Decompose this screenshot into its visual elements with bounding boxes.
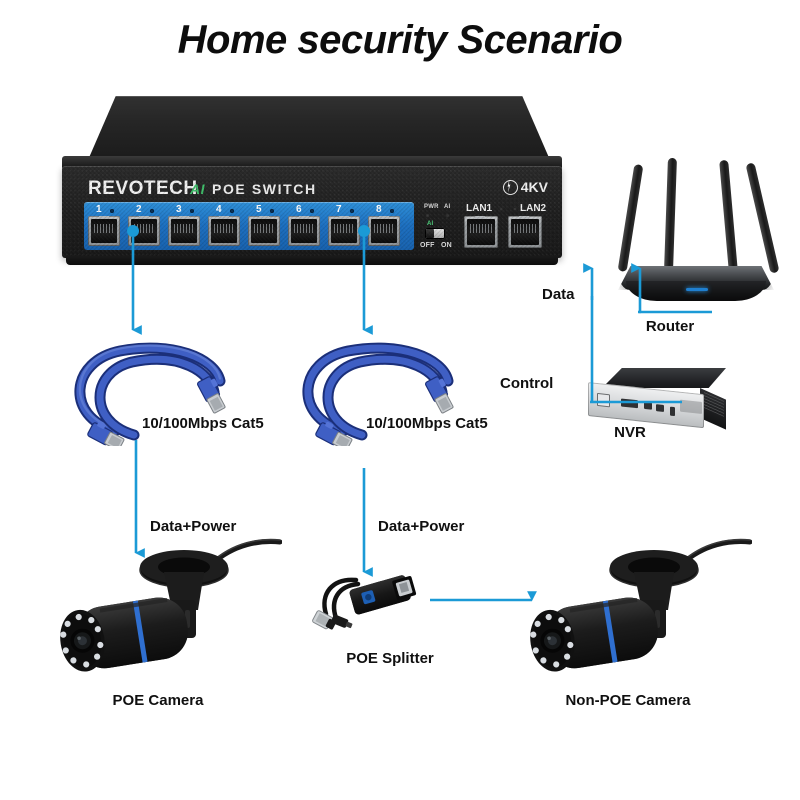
nvr-top-cover xyxy=(602,368,726,388)
switch-front-panel: REVOTECH AI POE SWITCH 4KV 1 2 3 xyxy=(62,166,562,258)
nvr-front-panel xyxy=(588,382,704,429)
router-device xyxy=(600,150,800,310)
ai-toggle-off-label: OFF xyxy=(420,242,435,249)
non-poe-camera-device xyxy=(530,538,752,672)
router-status-led xyxy=(686,288,708,291)
poe-port-6[interactable] xyxy=(288,216,320,246)
surge-protection-badge: 4KV xyxy=(502,179,548,195)
port-led-1 xyxy=(110,209,114,213)
nvr-vga-port xyxy=(621,398,638,409)
poe-port-1[interactable] xyxy=(88,216,120,246)
poe-splitter-device xyxy=(312,575,417,630)
data-power-right-label: Data+Power xyxy=(378,518,465,535)
pwr-led xyxy=(425,213,430,218)
nvr-usb-port-2 xyxy=(656,404,664,412)
data-power-left-label: Data+Power xyxy=(150,518,237,535)
poe-port-2[interactable] xyxy=(128,216,160,246)
port-led-4 xyxy=(230,209,234,213)
port-number-2: 2 xyxy=(136,204,142,215)
cable-right-plug-b xyxy=(425,376,454,414)
ai-toggle-on-label: ON xyxy=(441,242,452,249)
lan1-led xyxy=(499,207,503,211)
ai-indicator-label: AI xyxy=(444,204,451,210)
port-led-3 xyxy=(190,209,194,213)
port-led-8 xyxy=(390,209,394,213)
lan1-label: LAN1 xyxy=(466,203,493,214)
lan2-led xyxy=(513,207,517,211)
nvr-audio-port xyxy=(670,406,675,417)
port-number-5: 5 xyxy=(256,204,262,215)
poe-switch-device: REVOTECH AI POE SWITCH 4KV 1 2 3 xyxy=(62,96,562,266)
cable-left-plug-a xyxy=(87,421,125,446)
ai-toggle-label: AI xyxy=(427,221,434,227)
router-caption: Router xyxy=(645,318,695,335)
lightning-bolt-icon xyxy=(502,179,518,195)
cable-right-plug-a xyxy=(315,421,353,446)
poe-camera-device xyxy=(60,538,282,672)
surge-rating-text: 4KV xyxy=(520,179,548,195)
switch-brand-logo: REVOTECH xyxy=(88,178,198,199)
ai-toggle-switch[interactable] xyxy=(425,228,445,239)
page-title: Home security Scenario xyxy=(177,18,623,62)
ai-led xyxy=(445,213,450,218)
poe-port-7[interactable] xyxy=(328,216,360,246)
port-led-5 xyxy=(270,209,274,213)
cable-left-caption: 10/100Mbps Cat5 xyxy=(142,415,264,432)
port-number-1: 1 xyxy=(96,204,102,215)
router-antenna-2 xyxy=(664,157,677,271)
port-led-6 xyxy=(310,209,314,213)
lan2-label: LAN2 xyxy=(520,203,547,214)
ethernet-cable-right xyxy=(302,342,454,446)
router-antenna-4 xyxy=(745,162,780,274)
poe-port-3[interactable] xyxy=(168,216,200,246)
poe-port-8[interactable] xyxy=(368,216,400,246)
router-antenna-1 xyxy=(617,163,644,273)
port-led-2 xyxy=(150,209,154,213)
poe-splitter-caption: POE Splitter xyxy=(346,650,434,667)
lan2-port[interactable] xyxy=(508,216,542,248)
nvr-caption: NVR xyxy=(614,424,646,441)
port-number-6: 6 xyxy=(296,204,302,215)
cable-left-plug-b xyxy=(197,376,226,414)
cable-right-caption: 10/100Mbps Cat5 xyxy=(366,415,488,432)
port-number-3: 3 xyxy=(176,204,182,215)
switch-chassis-bottom xyxy=(66,256,558,265)
switch-ai-badge: AI xyxy=(190,181,205,197)
splitter-dc-plug xyxy=(331,614,353,629)
pwr-indicator-label: PWR xyxy=(424,204,439,210)
switch-chassis-top xyxy=(88,96,550,160)
poe-port-strip: 1 2 3 4 5 6 xyxy=(84,202,414,250)
poe-port-5[interactable] xyxy=(248,216,280,246)
nvr-label-plate xyxy=(680,399,702,414)
lan1-port[interactable] xyxy=(464,216,498,248)
ethernet-cable-left xyxy=(74,342,226,446)
port-number-8: 8 xyxy=(376,204,382,215)
poe-camera-caption: POE Camera xyxy=(112,692,204,709)
data-flow-label: Data xyxy=(542,286,575,303)
control-flow-label: Control xyxy=(500,375,554,392)
port-led-7 xyxy=(350,209,354,213)
nvr-power-button[interactable] xyxy=(597,392,610,408)
router-antenna-3 xyxy=(719,159,738,273)
port-number-7: 7 xyxy=(336,204,342,215)
nvr-usb-port-1 xyxy=(644,401,652,410)
router-base xyxy=(626,281,766,301)
port-number-4: 4 xyxy=(216,204,222,215)
poe-port-4[interactable] xyxy=(208,216,240,246)
switch-product-label: POE SWITCH xyxy=(212,181,317,197)
non-poe-camera-caption: Non-POE Camera xyxy=(565,692,691,709)
nvr-device xyxy=(588,368,738,430)
